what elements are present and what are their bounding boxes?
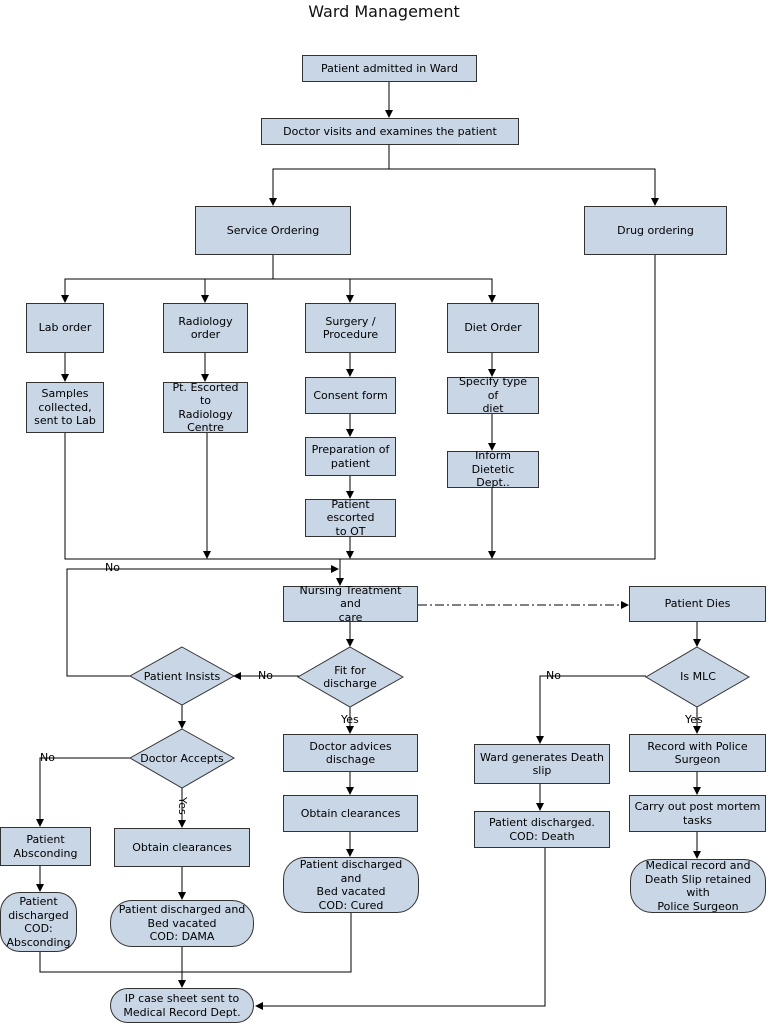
edge-mlc-no [536, 675, 646, 744]
label-no-loop: No [105, 561, 120, 574]
fit-for-discharge-label: Fit for discharge [323, 664, 377, 690]
node-patient-admitted: Patient admitted in Ward [302, 55, 477, 82]
label-no-accepts: No [40, 751, 55, 764]
edge-bus-diet [273, 278, 496, 303]
node-consent-form: Consent form [305, 377, 396, 414]
is-mlc-label: Is MLC [680, 669, 716, 683]
label-yes-mlc: Yes [685, 713, 703, 726]
node-service-ordering: Service Ordering [195, 206, 351, 255]
patient-insists-label: Patient Insists [143, 669, 221, 683]
label-no-fit: No [258, 669, 273, 682]
node-post-mortem: Carry out post mortem tasks [629, 795, 766, 832]
node-preparation: Preparation of patient [305, 437, 396, 476]
edge-accepts-no [36, 757, 131, 827]
edge-samples-merge [64, 432, 350, 560]
diagram-title: Ward Management [308, 2, 460, 21]
node-ward-death-slip: Ward generates Death slip [474, 744, 610, 784]
node-patient-dies: Patient Dies [629, 586, 766, 622]
node-inform-dietetic: Inform Dietetic Dept.. [447, 449, 539, 489]
edge-drug-merge [350, 255, 656, 560]
node-obtain-clearances-dama: Obtain clearances [114, 828, 250, 867]
edge-insists-no-loop [66, 565, 339, 677]
edge-service-bus [61, 255, 274, 303]
label-yes-fit: Yes [341, 713, 359, 726]
node-obtain-clearances-cured: Obtain clearances [283, 795, 418, 832]
node-escorted-ot: Patient escorted to OT [305, 498, 396, 538]
node-discharged-death: Patient discharged. COD: Death [474, 811, 610, 848]
edge-doctor-service [269, 145, 390, 206]
node-lab-order: Lab order [26, 303, 104, 353]
decision-fit-for-discharge [296, 646, 405, 708]
doctor-accepts-label: Doctor Accepts [140, 751, 224, 765]
decision-patient-insists [128, 646, 236, 706]
terminal-medical-record: Medical record and Death Slip retained w… [630, 859, 766, 913]
node-radiology-order: Radiology order [163, 303, 248, 353]
decision-doctor-accepts [128, 728, 236, 789]
node-surgery-procedure: Surgery / Procedure [305, 303, 396, 353]
node-patient-absconding: Patient Absconding [0, 827, 91, 866]
terminal-discharged-dama: Patient discharged and Bed vacated COD: … [110, 900, 254, 947]
node-doctor-advices: Doctor advices dischage [283, 734, 418, 772]
node-samples-collected: Samples collected, sent to Lab [26, 382, 104, 433]
label-yes-accepts: Yes [176, 797, 189, 815]
edge-doctor-drug [389, 168, 659, 206]
label-no-mlc: No [546, 669, 561, 682]
node-record-police: Record with Police Surgeon [629, 734, 766, 772]
terminal-discharged-cured: Patient discharged and Bed vacated COD: … [283, 857, 419, 913]
node-specify-diet: Specify type of diet [447, 375, 539, 415]
node-drug-ordering: Drug ordering [584, 206, 727, 255]
edge-absc-merge [39, 913, 352, 973]
node-nursing-treatment: Nursing Treatment and care [283, 584, 418, 624]
node-escorted-radiology: Pt. Escorted to Radiology Centre [163, 381, 248, 434]
node-diet-order: Diet Order [447, 303, 539, 353]
terminal-discharged-absconding: Patient discharged COD: Absconding [0, 892, 77, 952]
decision-is-mlc [645, 646, 751, 708]
node-doctor-visits: Doctor visits and examines the patient [261, 118, 519, 145]
terminal-ip-case-sheet: IP case sheet sent to Medical Record Dep… [110, 988, 254, 1023]
edge-death-ip [255, 848, 546, 1010]
